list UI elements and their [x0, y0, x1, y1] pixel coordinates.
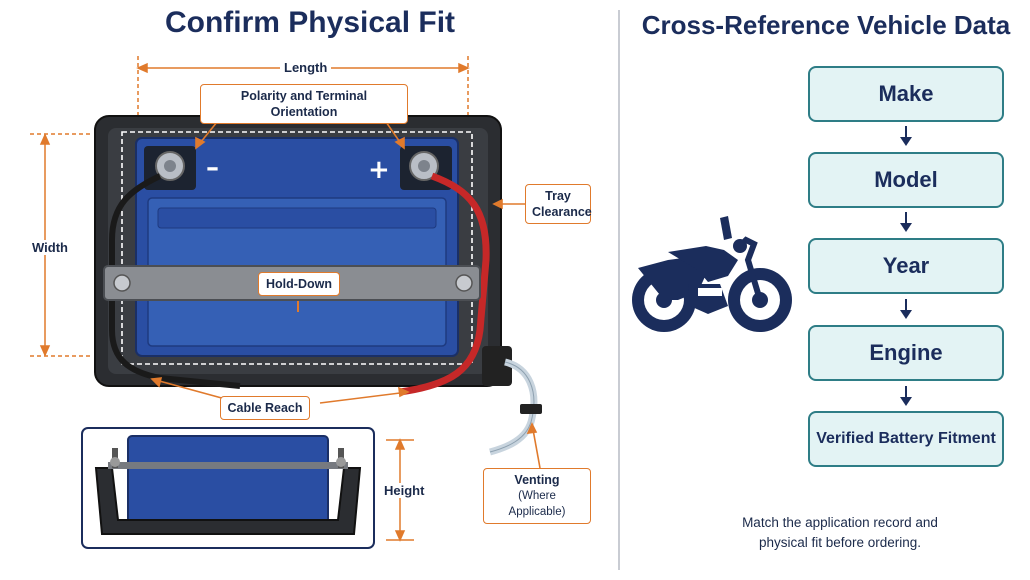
right-panel-title: Cross-Reference Vehicle Data: [641, 10, 1011, 40]
width-label: Width: [28, 240, 72, 255]
venting-callout: Venting (Where Applicable): [483, 468, 591, 524]
ordering-note: Match the application record and physica…: [690, 513, 990, 553]
motorcycle-icon: [632, 216, 792, 332]
cable-reach-callout: Cable Reach: [220, 396, 310, 420]
flow-step-year: Year: [808, 238, 1004, 294]
length-label: Length: [280, 60, 332, 75]
minus-sign: –: [206, 153, 219, 183]
tray-clearance-line1: Tray: [545, 189, 571, 203]
height-label: Height: [380, 483, 429, 498]
flow-arrow-4: [900, 386, 912, 406]
left-panel-title: Confirm Physical Fit: [164, 6, 456, 39]
polarity-callout: Polarity and Terminal Orientation: [200, 84, 408, 124]
positive-cable: [399, 172, 490, 396]
battery-side-view: [94, 435, 362, 535]
flow-step-model: Model: [808, 152, 1004, 208]
tray-clearance-outline: [121, 131, 473, 365]
flow-arrow-2: [900, 212, 912, 232]
battery-top-view-illustration: – +: [30, 56, 542, 549]
vent-fitting: [482, 346, 512, 386]
tray-clearance-line2: Clearance: [532, 205, 592, 219]
tray-clearance-callout: Tray Clearance: [525, 184, 592, 224]
panel-divider: [618, 10, 620, 570]
flow-step-make: Make: [808, 66, 1004, 122]
venting-line2: (Where Applicable): [508, 490, 566, 518]
flow-arrow-3: [900, 299, 912, 319]
venting-line1: Venting: [514, 473, 560, 487]
negative-cable: [109, 173, 241, 389]
ordering-note-line2: physical fit before ordering.: [758, 535, 922, 550]
plus-sign: +: [368, 155, 390, 185]
hold-down-callout: Hold-Down: [258, 272, 340, 296]
ordering-note-line1: Match the application record and: [742, 515, 938, 530]
flow-arrow-1: [900, 126, 912, 146]
flow-step-engine: Engine: [808, 325, 1004, 381]
flow-step-verified-fitment: Verified Battery Fitment: [808, 411, 1004, 467]
